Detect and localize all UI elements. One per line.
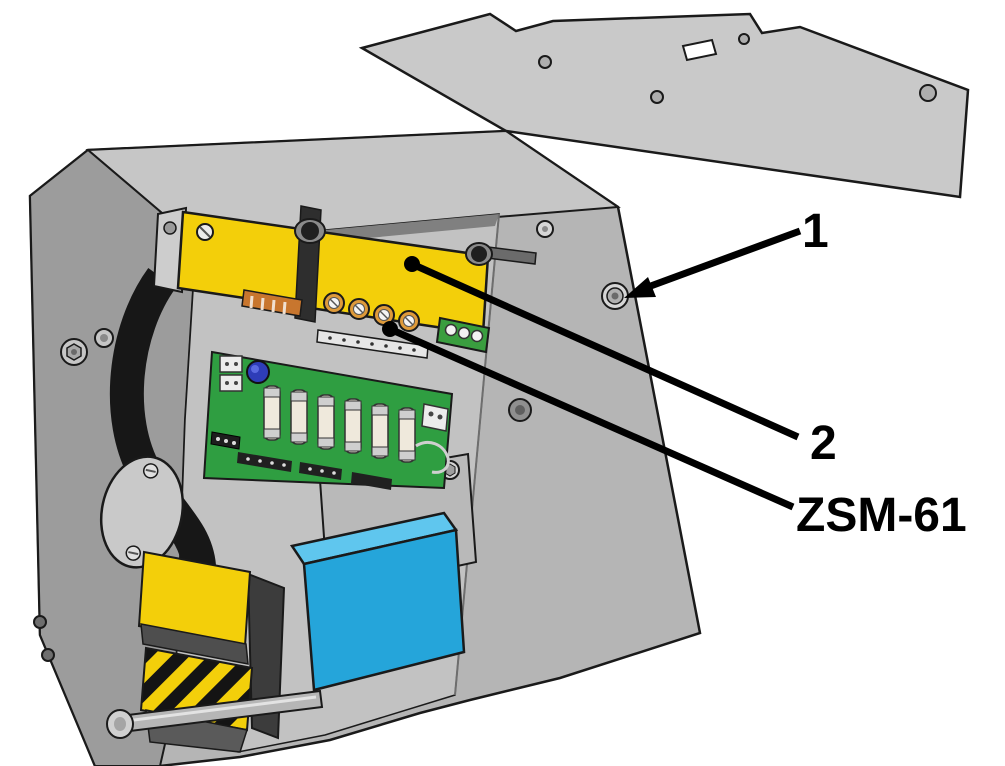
- callout-1: 1: [624, 205, 829, 298]
- green-terminal-block: [435, 316, 491, 354]
- plate-slot-cutout: [681, 38, 718, 62]
- pcb-connector-right: [421, 403, 449, 432]
- callout-2-label: 2: [810, 417, 837, 470]
- jumper-wire: [415, 441, 450, 474]
- plate-hole: [650, 90, 664, 104]
- right-panel-screw: [536, 220, 554, 238]
- plate-hole: [738, 33, 750, 45]
- right-panel-bushing: [601, 282, 629, 310]
- fuse: [317, 394, 335, 450]
- leader-line-1: [646, 227, 802, 291]
- fuse: [344, 398, 362, 454]
- pin-header-strip: [316, 329, 429, 359]
- left-panel-hole: [33, 615, 47, 629]
- terminal-screw: [398, 310, 420, 332]
- right-panel-grommet: [508, 398, 532, 422]
- mounting-plate: [358, 12, 970, 199]
- callout-1-label: 1: [802, 205, 829, 258]
- plate-hole: [538, 55, 552, 69]
- module-left-screw: [196, 223, 214, 241]
- leader-line-zsm: [388, 325, 795, 511]
- leader-line-2: [410, 260, 800, 441]
- pcb-pin-strips: [237, 452, 392, 490]
- terminal-screw: [323, 292, 345, 314]
- fuse-board: [202, 350, 454, 490]
- fuse: [290, 389, 308, 445]
- terminal-screw: [348, 298, 370, 320]
- module-clamp-screw: [294, 218, 326, 244]
- left-panel-bolt: [60, 338, 88, 366]
- arrowhead-1: [624, 277, 656, 298]
- callout-2: 2: [404, 256, 837, 470]
- capacitor: [246, 360, 270, 384]
- plate-hole: [919, 84, 937, 102]
- module-side-screw: [465, 242, 537, 266]
- transformer-laminate: [140, 623, 249, 665]
- shaft-handle: [106, 689, 324, 739]
- pcb-connector-white: [219, 355, 243, 392]
- pcb-connector-black: [210, 431, 241, 450]
- fuse: [371, 403, 389, 459]
- oval-cover-plate: [99, 455, 185, 569]
- left-panel-rivet: [94, 328, 114, 348]
- callout-zsm-label: ZSM-61: [796, 489, 967, 542]
- blue-housing-front: [302, 528, 466, 692]
- tab-hole: [163, 221, 177, 235]
- callout-zsm-61: ZSM-61: [382, 321, 967, 542]
- fuse: [398, 407, 416, 463]
- orange-connector: [241, 289, 303, 317]
- fuse: [263, 385, 281, 441]
- left-panel-hole: [41, 648, 55, 662]
- blue-housing: [289, 511, 466, 692]
